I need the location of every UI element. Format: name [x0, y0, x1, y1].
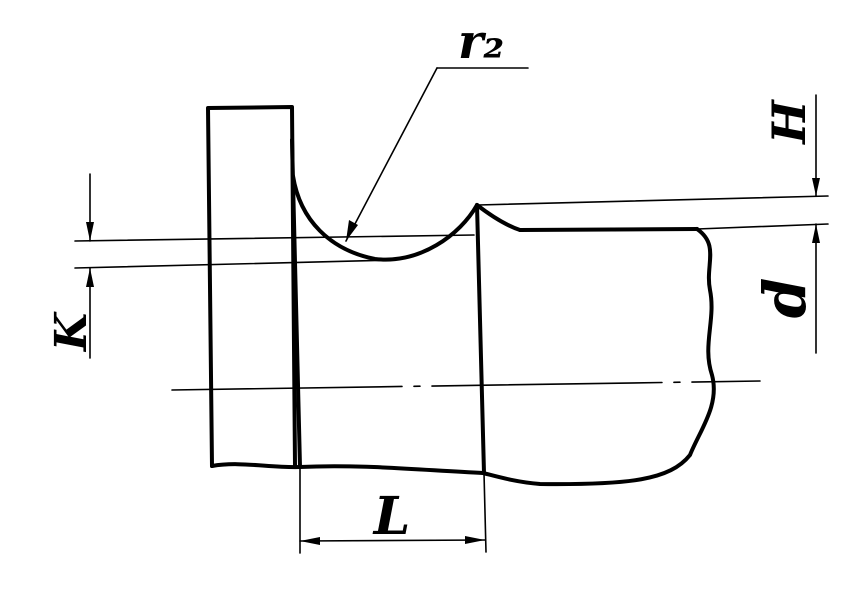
- k-label: K: [46, 311, 97, 353]
- h-arrowhead: [812, 178, 820, 196]
- part-outline: [206, 105, 716, 487]
- dimension-lines: [74, 67, 829, 554]
- groove-right-wall: [475, 203, 486, 475]
- d-label: d: [751, 278, 819, 319]
- groove-left-wall: [290, 138, 302, 469]
- k-arrowhead-top: [86, 222, 94, 241]
- k-extension-top: [74, 234, 475, 242]
- l-label: L: [372, 486, 411, 547]
- l-extension-right: [483, 472, 487, 553]
- undercut-groove-arc: [291, 174, 479, 262]
- l-arrowhead-left: [300, 537, 320, 545]
- radius-label: r₂: [458, 14, 504, 70]
- h-extension-bottom: [696, 223, 829, 230]
- l-arrowhead-right: [465, 536, 485, 544]
- shaft-bottom-edge: [210, 462, 485, 475]
- centerline: [171, 380, 761, 391]
- h-label: H: [762, 99, 816, 146]
- shaft-break-line: [481, 227, 716, 487]
- l-dimension-line: [299, 539, 486, 542]
- k-extension-bottom: [74, 259, 396, 269]
- k-arrowhead-bottom: [86, 268, 94, 287]
- shaft-top-edge: [518, 227, 699, 232]
- radius-leader-line: [345, 67, 438, 242]
- d-arrowhead: [812, 224, 820, 243]
- groove-tip-right: [475, 203, 522, 232]
- radius-leader-arrowhead: [346, 220, 358, 241]
- h-extension-top: [477, 195, 829, 206]
- flange-outline: [206, 105, 297, 468]
- dimension-labels: r₂ H d K L: [46, 14, 819, 547]
